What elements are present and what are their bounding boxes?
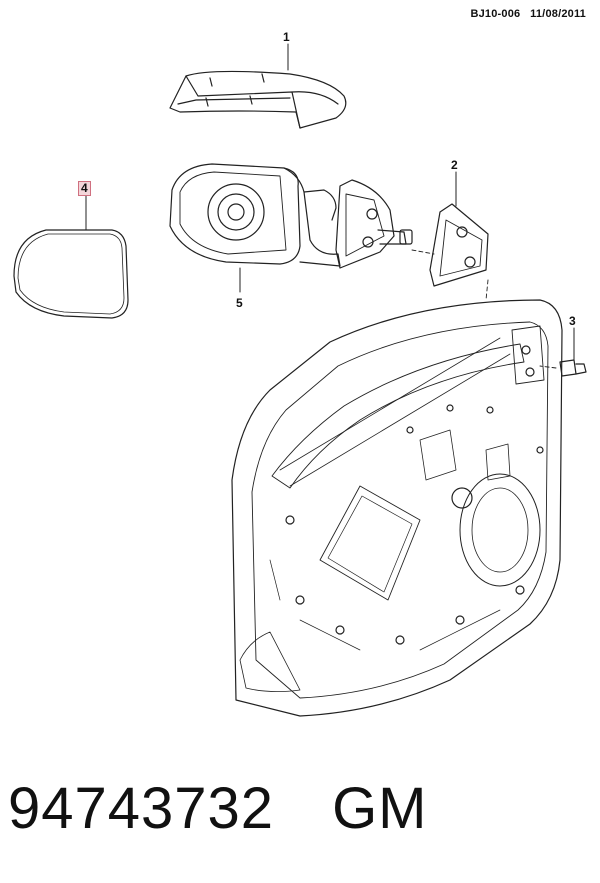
- part-5-mirror-housing: [169, 163, 341, 267]
- brand-name: GM: [332, 776, 428, 841]
- callout-3: 3: [569, 314, 576, 328]
- part-number: 94743732: [8, 776, 275, 841]
- callout-1: 1: [283, 30, 290, 44]
- callout-2: 2: [451, 158, 458, 172]
- exploded-parts-diagram: [13, 43, 587, 717]
- front-door-inner-panel: [231, 299, 563, 717]
- diagram-code: BJ10-006: [470, 8, 521, 20]
- callout-4: 4: [78, 181, 91, 196]
- mirror-base: [335, 179, 435, 269]
- part-4-mirror-glass: [13, 229, 129, 319]
- diagram-date: 11/08/2011: [530, 8, 586, 20]
- part-number-footer: 94743732 GM: [8, 775, 428, 842]
- assembly-line: [485, 279, 489, 301]
- diagram-reference: BJ10-006 11/08/2011: [470, 8, 586, 20]
- part-1-mirror-cover: [169, 70, 347, 129]
- part-2-seal: [429, 203, 489, 287]
- callout-5: 5: [236, 296, 243, 310]
- part-3-bolt: [539, 359, 587, 377]
